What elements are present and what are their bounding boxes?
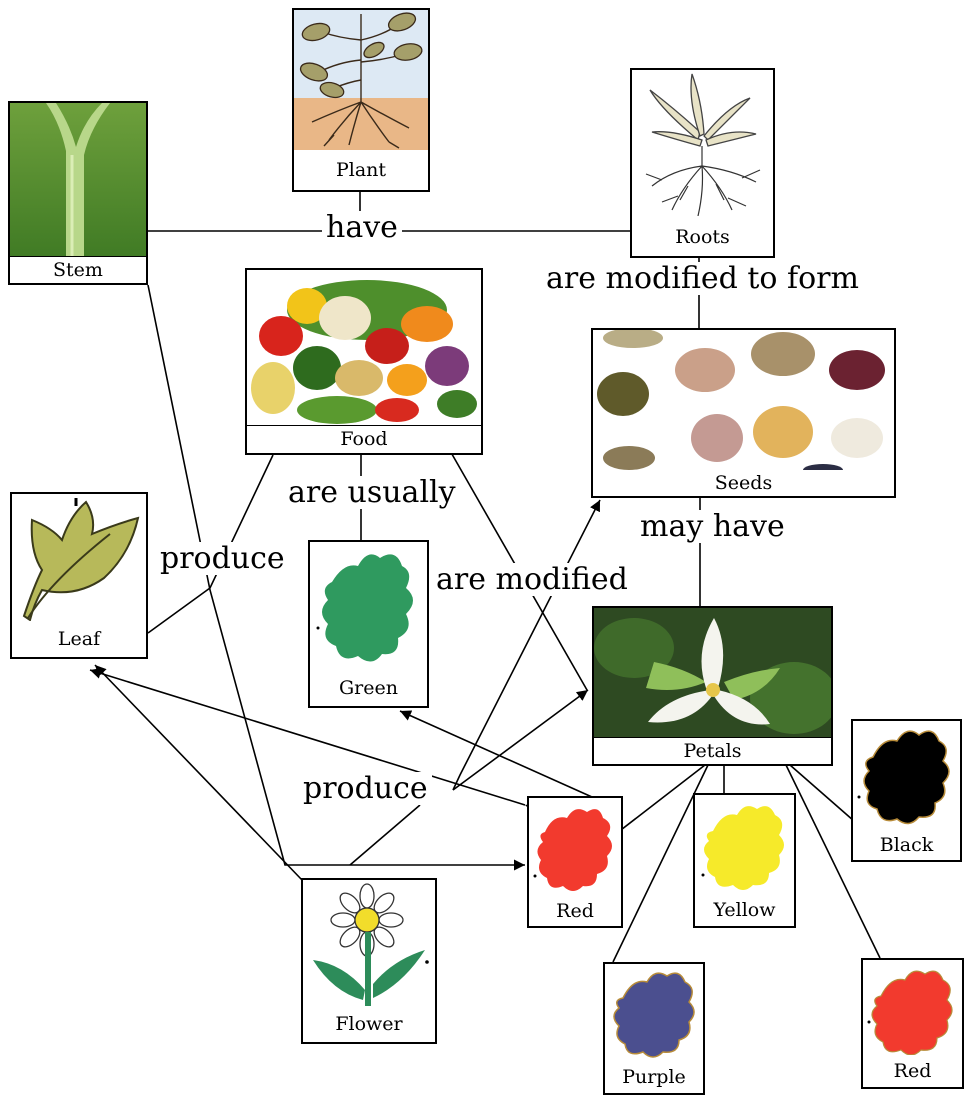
node-roots: Roots [630, 68, 775, 258]
yellow-swatch [695, 795, 794, 897]
node-label-petals: Petals [594, 737, 831, 764]
node-label-seeds: Seeds [593, 470, 894, 496]
node-red-right: Red [861, 958, 964, 1089]
green-swatch [310, 542, 427, 674]
roots-illustration [632, 70, 773, 220]
link-flower-to-leaf [95, 665, 302, 880]
link-produce-to-seeds [453, 500, 600, 790]
red-swatch-right [863, 960, 962, 1060]
link-produce-to-petals [453, 690, 588, 790]
node-food: Food [245, 268, 483, 455]
phrase-may-have: may have [636, 510, 789, 543]
plant-illustration [294, 10, 428, 150]
red-swatch [529, 798, 621, 898]
node-seeds: Seeds [591, 328, 896, 498]
phrase-are-usually: are usually [284, 476, 460, 509]
leaf-illustration [12, 494, 146, 624]
node-petals: Petals [592, 606, 833, 766]
node-label-purple: Purple [605, 1061, 703, 1093]
seeds-photo [593, 330, 894, 472]
node-label-roots: Roots [632, 216, 773, 256]
node-label-yellow: Yellow [695, 894, 794, 926]
node-flower: Flower [301, 878, 437, 1044]
petals-flower-photo [594, 608, 831, 740]
node-label-red-right: Red [863, 1055, 962, 1087]
node-label-black: Black [853, 830, 960, 860]
node-label-red-center: Red [529, 896, 621, 926]
phrase-produce-upper: produce [156, 542, 289, 575]
node-plant: Plant [292, 8, 430, 192]
node-black: Black [851, 719, 962, 862]
phrase-have: have [322, 211, 402, 244]
node-label-green: Green [310, 670, 427, 706]
link-petals-are-modified-food [433, 421, 587, 690]
black-swatch [853, 721, 960, 833]
phrase-are-modified-to-form: are modified to form [542, 262, 863, 295]
node-label-flower: Flower [303, 1006, 435, 1042]
node-label-leaf: Leaf [12, 621, 146, 657]
node-yellow: Yellow [693, 793, 796, 928]
node-leaf: Leaf [10, 492, 148, 659]
link-flower-produce [350, 805, 420, 865]
node-label-stem: Stem [10, 256, 146, 283]
stem-photo [10, 103, 146, 261]
food-vegetables-photo [247, 270, 481, 428]
node-label-food: Food [247, 425, 481, 453]
node-stem: Stem [8, 101, 148, 285]
node-purple: Purple [603, 962, 705, 1095]
purple-swatch [605, 964, 703, 1064]
node-red-center: Red [527, 796, 623, 928]
phrase-produce-lower: produce [299, 772, 432, 805]
node-green: Green [308, 540, 429, 708]
phrase-are-modified: are modified [432, 563, 632, 596]
node-label-plant: Plant [294, 150, 428, 190]
flower-illustration [303, 880, 435, 1006]
